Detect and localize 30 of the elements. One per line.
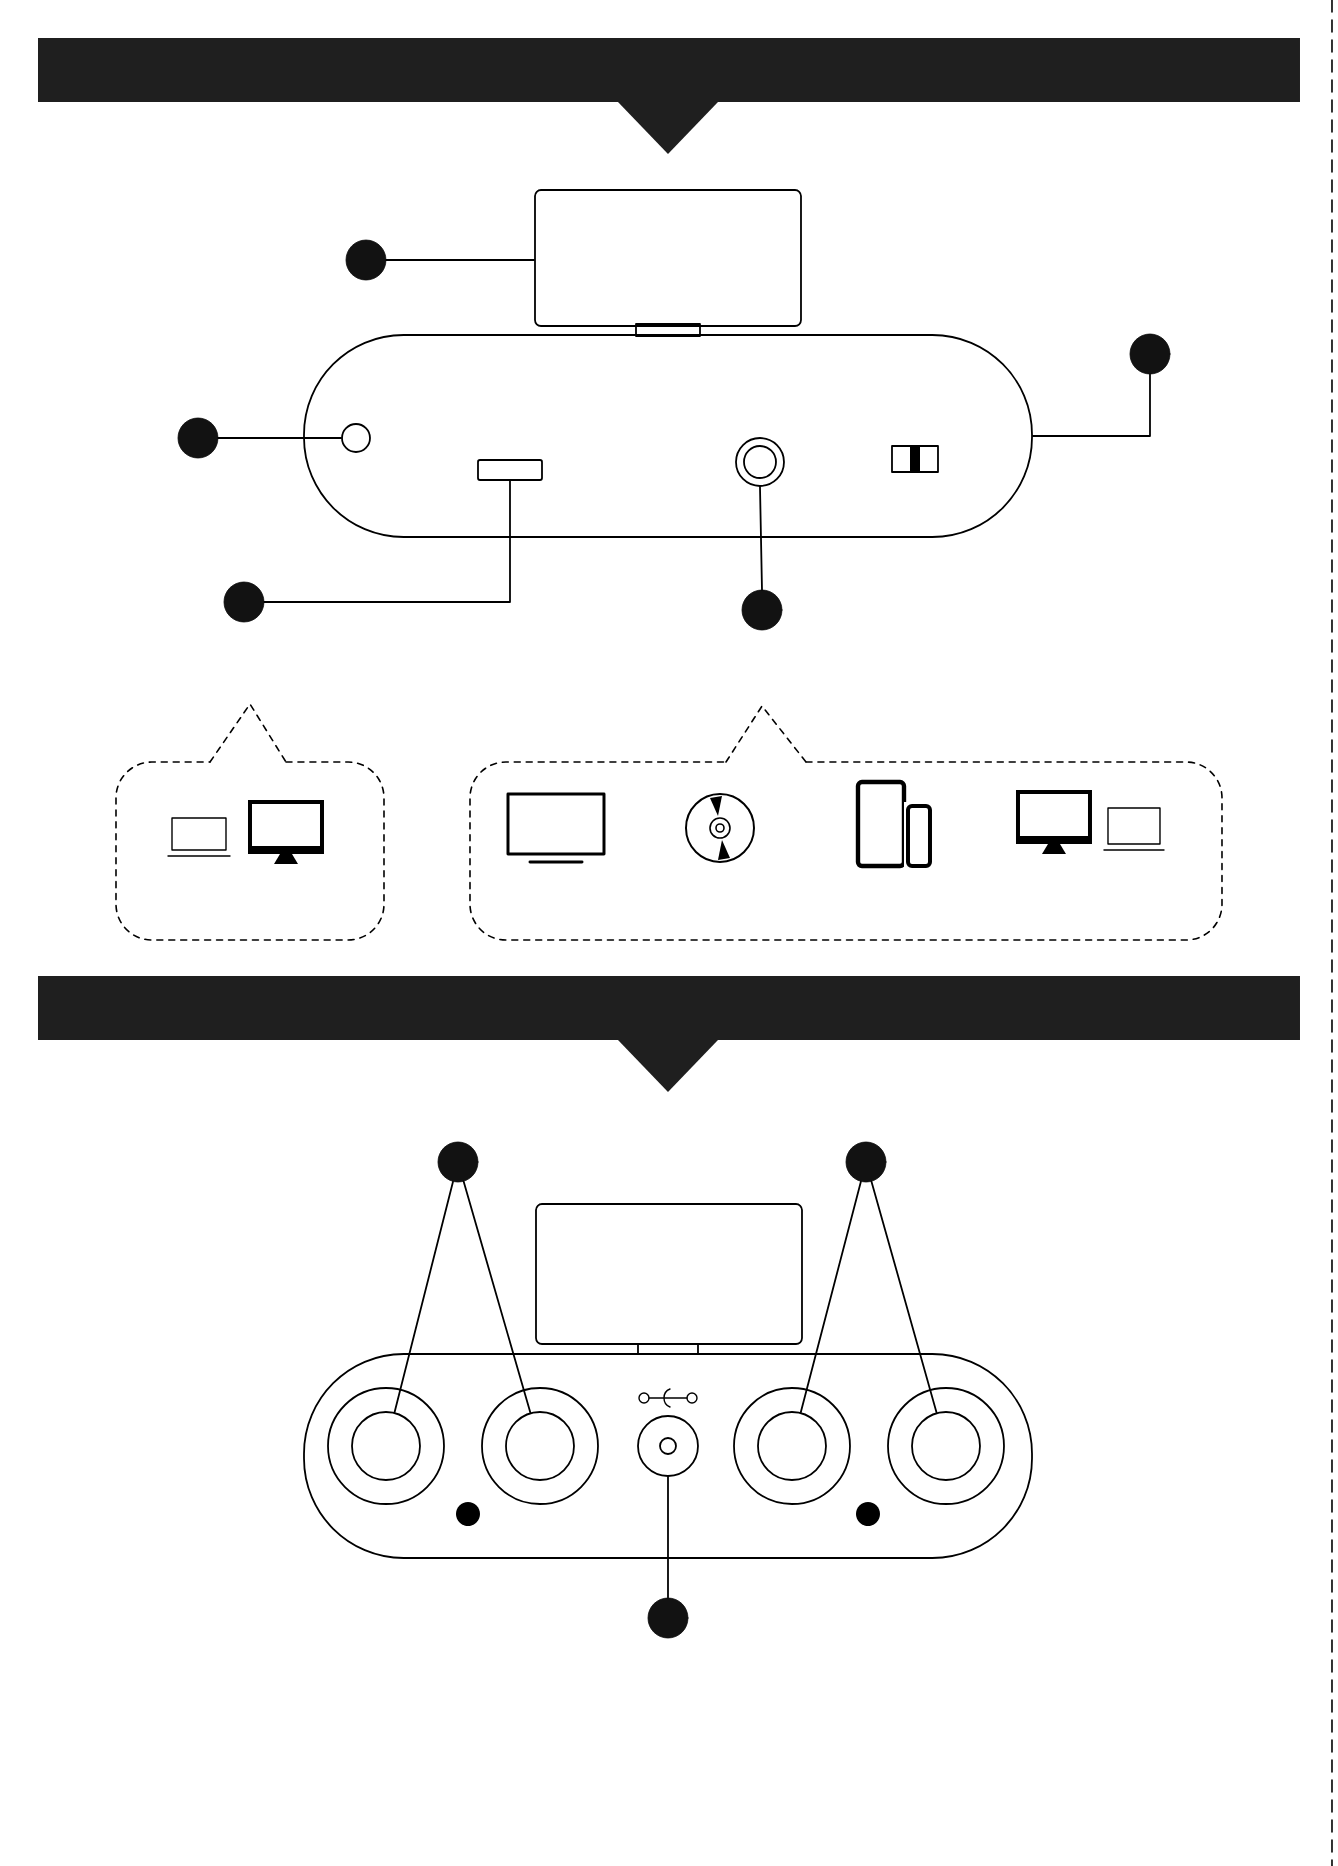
callout-dot <box>177 417 219 459</box>
leader-line <box>1032 373 1151 437</box>
rca-jack <box>481 1387 599 1505</box>
callout-dot <box>845 1141 887 1183</box>
callout-dot <box>437 1141 479 1183</box>
callout-dot <box>223 581 265 623</box>
indicator-light <box>341 423 371 453</box>
audio-jack <box>735 437 785 487</box>
rca-jack <box>733 1387 851 1505</box>
leader-line <box>799 1180 862 1414</box>
leader-line <box>462 1180 532 1414</box>
leader-line <box>667 1476 669 1599</box>
leader-line <box>759 486 763 591</box>
callout-dot <box>1129 333 1171 375</box>
callout-dot <box>647 1597 689 1639</box>
power-jack <box>637 1415 699 1477</box>
device-body <box>303 334 1033 538</box>
leader-line <box>217 437 342 439</box>
rca-jack <box>327 1387 445 1505</box>
leader-line <box>263 480 511 603</box>
callout-dot <box>345 239 387 281</box>
callout-dot <box>741 589 783 631</box>
leader-line <box>385 259 535 261</box>
receiver-module <box>534 189 802 327</box>
device-body <box>303 1353 1033 1559</box>
rca-jack <box>887 1387 1005 1505</box>
leader-line <box>393 1180 454 1414</box>
usb-port <box>477 459 543 481</box>
leader-line <box>870 1180 938 1414</box>
receiver-module <box>535 1203 803 1345</box>
